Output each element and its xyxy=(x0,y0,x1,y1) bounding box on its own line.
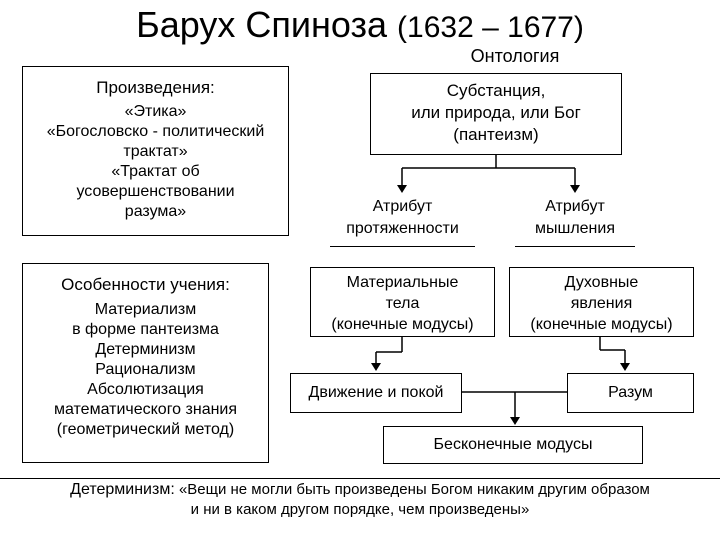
arrowhead-thought xyxy=(570,185,580,193)
attribute-thought-line: Атрибут xyxy=(545,198,605,215)
determinism-label: Детерминизм: xyxy=(70,481,175,498)
infinite-modes-box: Бесконечные модусы xyxy=(383,426,643,464)
substance-line: или природа, или Бог xyxy=(411,103,581,122)
spiritual-phenomena-line: (конечные модусы) xyxy=(530,316,673,333)
works-line: усовершенствовании xyxy=(76,183,235,200)
features-heading: Особенности учения: xyxy=(61,275,230,294)
material-bodies-box: Материальные тела (конечные модусы) xyxy=(310,267,495,337)
material-bodies-line: тела xyxy=(385,295,420,312)
arrowhead-extension xyxy=(397,185,407,193)
determinism-quote-line2: и ни в каком другом порядке, чем произве… xyxy=(190,501,530,518)
page-title: Барух Спиноза (1632 – 1677) xyxy=(0,4,720,49)
works-box: Произведения: «Этика» «Богословско - пол… xyxy=(22,66,289,236)
features-line: Детерминизм xyxy=(95,341,196,358)
material-bodies-line: (конечные модусы) xyxy=(331,316,474,333)
arrowhead-motion xyxy=(371,363,381,371)
title-main: Барух Спиноза xyxy=(136,4,388,45)
motion-rest-box: Движение и покой xyxy=(290,373,462,413)
quote-separator xyxy=(0,478,720,479)
attribute-extension: Атрибут протяженности xyxy=(330,196,475,246)
attribute-thought: Атрибут мышления xyxy=(515,196,635,246)
attribute-thought-line: мышления xyxy=(534,220,615,237)
works-line: «Трактат об xyxy=(111,163,200,180)
features-line: Материализм xyxy=(94,301,197,318)
arrowhead-infinite xyxy=(510,417,520,425)
infinite-modes-label: Бесконечные модусы xyxy=(433,436,593,453)
works-heading: Произведения: xyxy=(96,78,215,97)
substance-box: Субстанция, или природа, или Бог (пантеи… xyxy=(370,73,622,155)
features-line: (геометрический метод) xyxy=(56,421,235,438)
title-years: (1632 – 1677) xyxy=(397,11,584,44)
attribute-extension-line: протяженности xyxy=(346,220,459,237)
spiritual-phenomena-line: Духовные xyxy=(564,274,639,291)
determinism-quote-line1: «Вещи не могли быть произведены Богом ни… xyxy=(178,481,650,498)
arrowhead-reason xyxy=(620,363,630,371)
spiritual-phenomena-box: Духовные явления (конечные модусы) xyxy=(509,267,694,337)
spiritual-phenomena-line: явления xyxy=(570,295,633,312)
works-line: «Богословско - политический xyxy=(46,123,265,140)
reason-label: Разум xyxy=(608,384,653,401)
section-subtitle: Онтология xyxy=(470,46,560,66)
features-box: Особенности учения: Материализм в форме … xyxy=(22,263,269,463)
attribute-extension-underline xyxy=(330,246,475,247)
features-line: Рационализм xyxy=(95,361,196,378)
substance-line: (пантеизм) xyxy=(453,125,539,144)
features-line: математического знания xyxy=(53,401,238,418)
works-line: трактат» xyxy=(123,143,188,160)
features-line: Абсолютизация xyxy=(87,381,204,398)
works-line: «Этика» xyxy=(124,103,187,120)
substance-line: Субстанция, xyxy=(446,81,546,100)
features-line: в форме пантеизма xyxy=(72,321,219,338)
determinism-quote: Детерминизм: «Вещи не могли быть произве… xyxy=(0,480,720,520)
material-bodies-line: Материальные xyxy=(346,274,459,291)
motion-rest-label: Движение и покой xyxy=(308,384,444,401)
works-line: разума» xyxy=(124,203,187,220)
attribute-thought-underline xyxy=(515,246,635,247)
attribute-extension-line: Атрибут xyxy=(372,198,433,215)
reason-box: Разум xyxy=(567,373,694,413)
